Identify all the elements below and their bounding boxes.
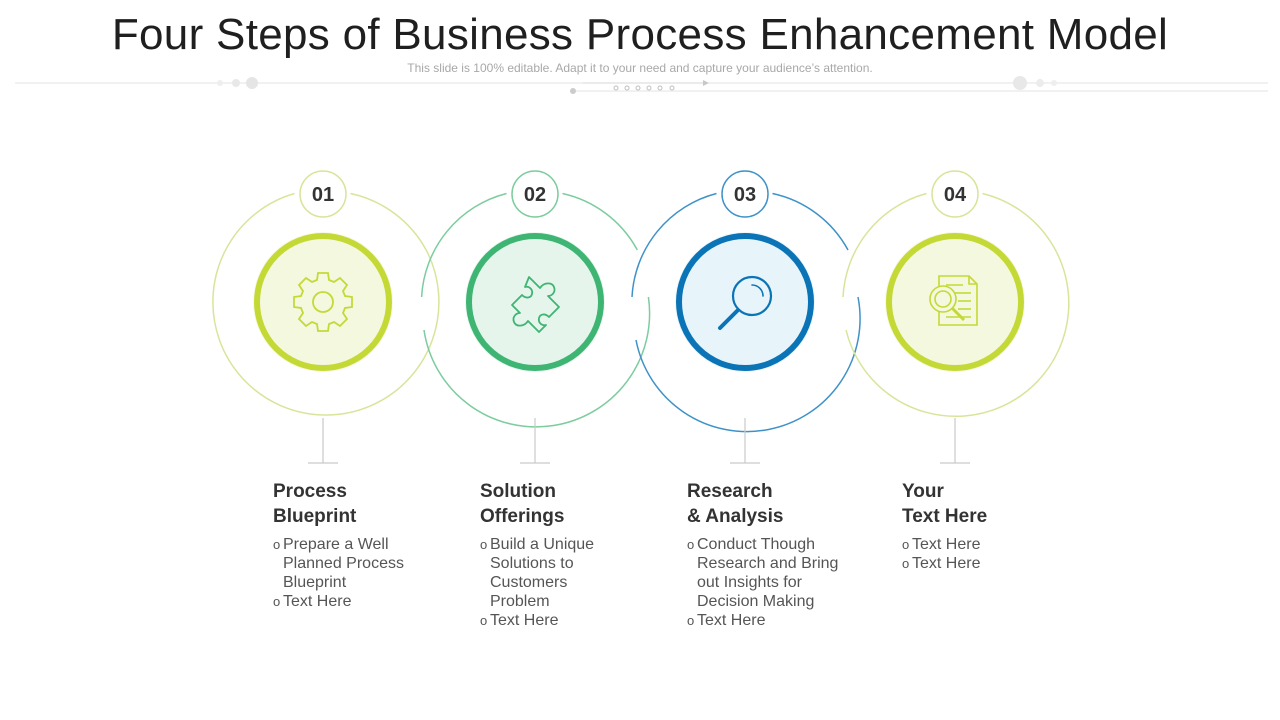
step-1-bullets: Prepare a Well Planned Process Blueprint… [273, 535, 423, 611]
list-item: Text Here [902, 535, 1052, 554]
step-3-number: 03 [734, 184, 756, 206]
step-3-number-badge [721, 170, 769, 218]
step-4-bullets: Text Here Text Here [902, 535, 1052, 573]
step-3-inner-circle [676, 233, 814, 371]
gear-icon [293, 272, 353, 332]
puzzle-icon [511, 276, 560, 333]
list-item: Build a Unique Solutions to Customers Pr… [480, 535, 620, 611]
document-search-icon [929, 275, 978, 326]
page-subtitle: This slide is 100% editable. Adapt it to… [407, 61, 873, 75]
step-3-bullets: Conduct Though Research and Bring out In… [687, 535, 847, 630]
magnifier-icon [718, 275, 773, 330]
step-4-number-badge [931, 170, 979, 218]
step-1-inner-circle [254, 233, 392, 371]
steps-diagram: 01 02 03 [212, 170, 1070, 464]
step-2-inner-circle [466, 233, 604, 371]
step-4-number: 04 [944, 184, 967, 206]
list-item: Conduct Though Research and Bring out In… [687, 535, 847, 611]
step-2-node: 02 [420, 170, 651, 464]
step-1-outer-ring [212, 192, 440, 416]
step-1-number-badge [299, 170, 347, 218]
step-2-outer-ring [420, 192, 507, 298]
list-item: Text Here [902, 554, 1052, 573]
step-2-bullets: Build a Unique Solutions to Customers Pr… [480, 535, 620, 630]
step-4-outer-ring [842, 192, 927, 298]
list-item: Prepare a Well Planned Process Blueprint [273, 535, 423, 592]
list-item: Text Here [687, 611, 847, 630]
list-item: Text Here [480, 611, 620, 630]
header-divider [15, 76, 1268, 94]
step-2-number: 02 [524, 184, 546, 206]
step-3-outer-ring [631, 192, 717, 298]
list-item: Text Here [273, 592, 423, 611]
step-4-node: 04 [842, 170, 1070, 464]
step-1-number: 01 [312, 184, 334, 206]
step-3-node: 03 [631, 170, 861, 464]
step-1-node: 01 [212, 170, 440, 464]
step-3-title: Research& Analysis [687, 481, 784, 527]
page-title: Four Steps of Business Process Enhanceme… [111, 10, 1169, 59]
step-2-number-badge [511, 170, 559, 218]
